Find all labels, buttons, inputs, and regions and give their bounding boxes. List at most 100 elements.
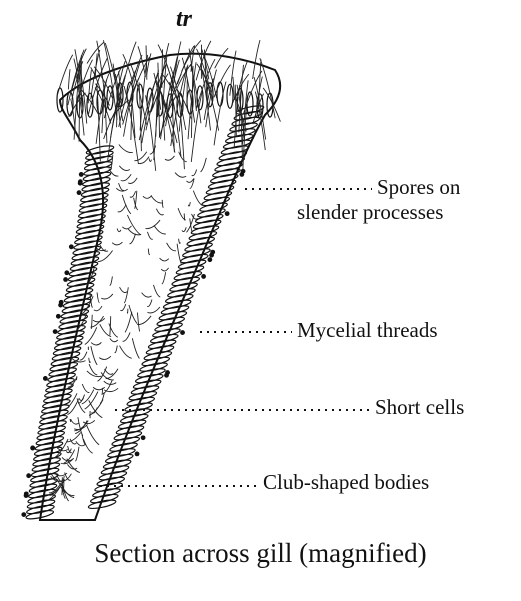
thread	[108, 168, 119, 177]
thread	[158, 66, 165, 96]
cell	[197, 208, 226, 218]
thread	[214, 47, 229, 69]
thread	[104, 368, 114, 375]
cell	[56, 330, 85, 340]
spore	[30, 445, 36, 451]
cell	[60, 309, 90, 319]
thread	[65, 448, 72, 454]
cell	[145, 345, 175, 355]
cell	[115, 425, 145, 435]
thread	[186, 178, 195, 183]
spore	[52, 329, 58, 335]
cell	[38, 420, 67, 430]
thread	[76, 59, 93, 105]
thread	[133, 197, 139, 211]
cell	[70, 256, 100, 266]
thread	[233, 97, 239, 148]
thread	[127, 214, 141, 236]
thread	[97, 250, 113, 263]
thread	[119, 286, 128, 293]
spore	[58, 299, 64, 305]
thread	[122, 225, 132, 230]
thread	[252, 93, 265, 125]
thread	[137, 312, 141, 332]
cell	[65, 282, 95, 293]
cell	[117, 419, 147, 430]
label-spores-line1: Spores on	[377, 175, 461, 199]
thread	[145, 45, 148, 80]
cell	[64, 287, 94, 298]
thread	[69, 438, 77, 445]
spore	[23, 493, 29, 499]
spore	[224, 211, 230, 217]
thread	[145, 64, 167, 131]
thread	[117, 61, 126, 91]
thread	[92, 318, 106, 323]
spore	[76, 190, 82, 196]
thread	[90, 66, 102, 92]
thread	[90, 49, 101, 100]
cell	[59, 314, 89, 324]
thread	[195, 40, 212, 81]
cell	[139, 362, 168, 372]
cell	[32, 457, 61, 467]
cell	[75, 224, 105, 235]
mycelial-threads-texture	[47, 39, 281, 502]
cell	[44, 388, 73, 398]
cell	[224, 133, 254, 144]
thread	[159, 257, 170, 262]
thread	[118, 165, 131, 171]
spore	[164, 372, 169, 378]
cell	[26, 499, 56, 509]
cell	[96, 476, 126, 487]
thread	[174, 172, 187, 178]
cell	[107, 448, 136, 458]
thread	[54, 472, 68, 477]
cell	[130, 385, 160, 395]
thread	[183, 213, 186, 221]
thread	[129, 233, 136, 245]
thread	[128, 304, 138, 324]
thread	[118, 41, 137, 107]
thread	[161, 49, 163, 88]
thread	[116, 228, 122, 233]
thread	[98, 355, 112, 360]
thread	[170, 66, 187, 131]
cell	[80, 187, 110, 198]
thread	[75, 446, 80, 462]
cell	[141, 356, 171, 367]
thread	[147, 231, 153, 240]
thread	[189, 178, 195, 190]
thread	[86, 41, 105, 64]
leader-lines	[100, 188, 372, 487]
thread	[191, 169, 198, 177]
cell	[52, 346, 82, 356]
thread	[97, 366, 108, 382]
thread	[82, 419, 96, 425]
thread	[76, 398, 86, 414]
thread	[146, 299, 153, 307]
cell	[61, 303, 91, 314]
spore	[140, 435, 146, 441]
thread	[121, 194, 132, 215]
cell	[194, 213, 224, 224]
spore	[55, 313, 61, 319]
thread	[238, 64, 244, 133]
cell	[76, 219, 106, 229]
cell	[190, 225, 220, 235]
thread	[93, 305, 103, 312]
cell	[26, 504, 55, 515]
thread	[96, 40, 108, 113]
thread	[148, 158, 152, 162]
thread	[162, 54, 175, 91]
cell	[164, 293, 194, 304]
cell	[82, 176, 111, 187]
cell	[74, 229, 104, 240]
thread	[73, 61, 81, 140]
thread	[109, 99, 130, 122]
spore	[63, 277, 68, 282]
thread	[88, 357, 91, 363]
thread	[80, 296, 94, 316]
cell	[203, 190, 233, 201]
cell	[98, 470, 128, 481]
